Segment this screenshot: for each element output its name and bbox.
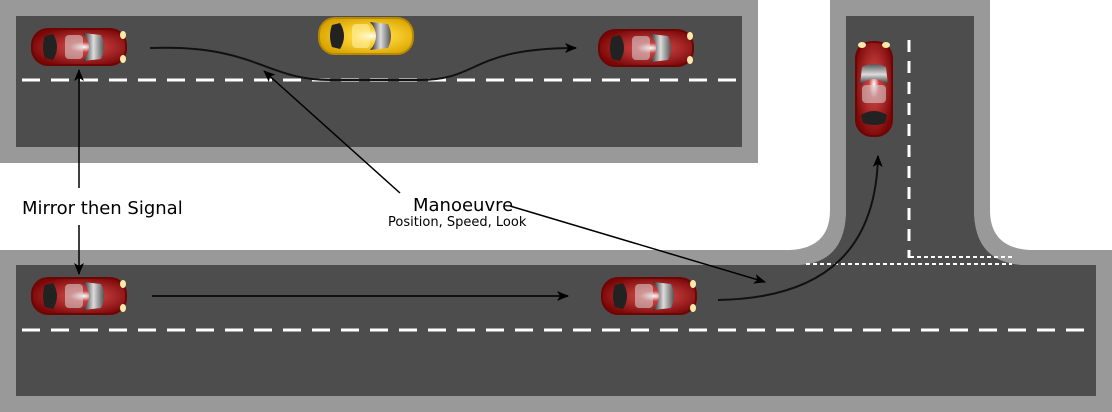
manoeuvre-label: Manoeuvre: [413, 195, 513, 216]
manoeuvre-arrow-junction: [509, 205, 766, 284]
yellow-car-icon: [318, 17, 414, 55]
turn-path-arrow: [717, 155, 883, 301]
car-icon: [31, 277, 127, 315]
car-icon: [31, 28, 127, 66]
overtake-path-arrow: [149, 43, 577, 81]
manoeuvre-arrows: [263, 70, 766, 284]
car-icon: [855, 41, 893, 137]
car-icon: [601, 277, 697, 315]
manoeuvre-arrow-top: [263, 70, 401, 194]
car-icon: [598, 29, 694, 67]
junction-surface: [16, 16, 1096, 396]
mirror-signal-label: Mirror then Signal: [22, 198, 183, 219]
manoeuvre-sub-label: Position, Speed, Look: [388, 215, 527, 230]
